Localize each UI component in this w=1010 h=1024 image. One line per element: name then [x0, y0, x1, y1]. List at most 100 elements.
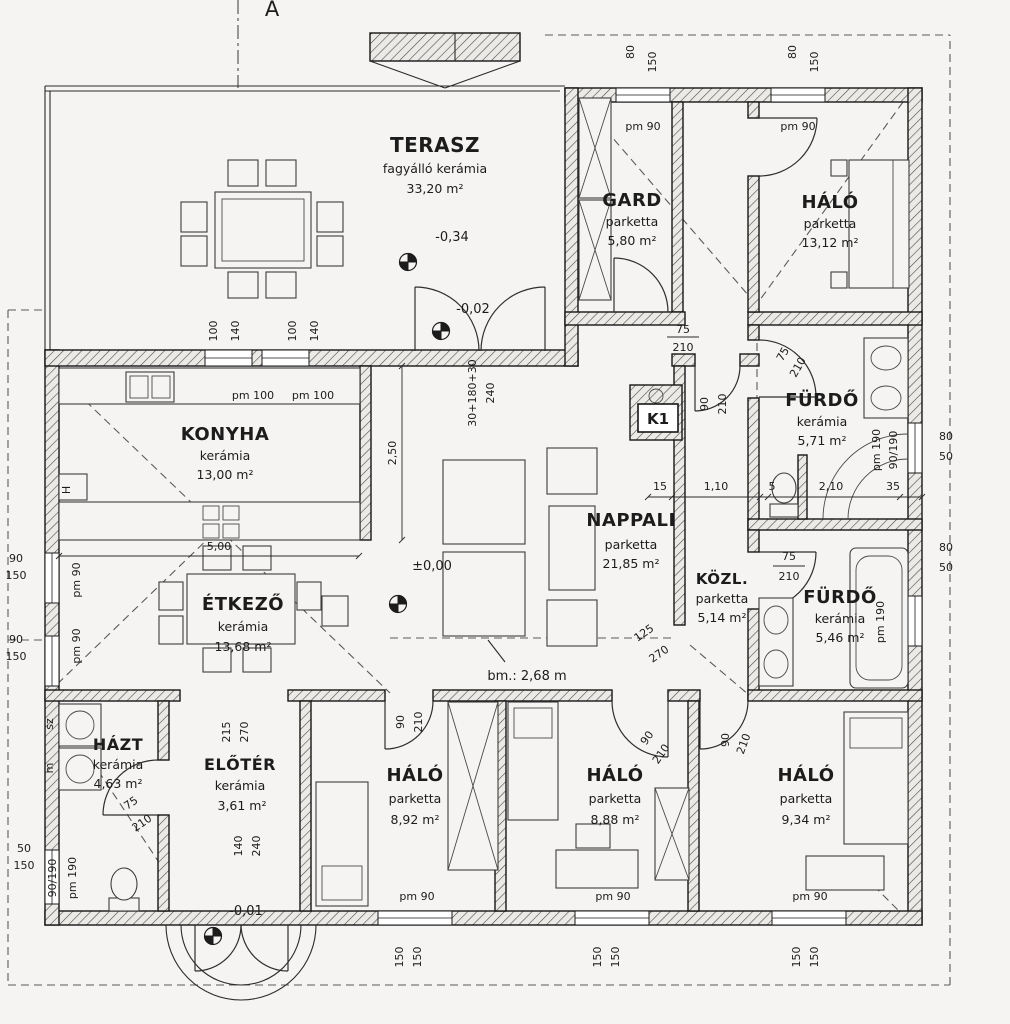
room-material: parketta [804, 216, 857, 231]
appliance-label-h: H [60, 486, 73, 494]
level-terrace: -0,34 [398, 230, 469, 272]
room-label-eloter: ELŐTÉR kerámia 3,61 m² [204, 754, 276, 813]
room-material: parketta [389, 791, 442, 806]
room-area: 4,63 m² [94, 776, 143, 791]
room-name: FÜRDŐ [785, 389, 859, 411]
doors [102, 117, 818, 1001]
dim: 35 [886, 480, 900, 493]
dim: 90 [394, 715, 407, 729]
door-terrace-double [414, 286, 546, 352]
room-name: HÁZT [93, 735, 143, 754]
level-terrace-door: -0,02 [431, 302, 490, 341]
dim: pm 90 [399, 890, 434, 903]
dim: pm 100 [292, 389, 334, 402]
room-material: parketta [589, 791, 642, 806]
room-label-furdo-2: FÜRDŐ kerámia 5,46 m² [803, 586, 876, 645]
door-gard [613, 257, 669, 313]
dim: 240 [484, 383, 497, 404]
room-area: 21,85 m² [603, 556, 660, 571]
k1-label: K1 [647, 410, 669, 428]
room-name: HÁLÓ [777, 764, 834, 786]
window-etkezo-1 [44, 552, 60, 604]
room-material: parketta [780, 791, 833, 806]
dim: 210 [716, 394, 729, 415]
dim: 90/190 [887, 431, 900, 470]
room-name: ELŐTÉR [204, 754, 276, 774]
room-label-halo-1: HÁLÓ parketta 8,92 m² [386, 764, 443, 827]
bedroom3-furniture [805, 711, 909, 891]
door-bath1 [758, 339, 817, 398]
dim: 210 [673, 341, 694, 354]
room-label-halo-2: HÁLÓ parketta 8,88 m² [586, 764, 643, 827]
dim: 75 [676, 323, 690, 336]
dim: pm 90 [595, 890, 630, 903]
door-bed1 [384, 700, 434, 750]
section-mark: A [265, 0, 280, 21]
dim: 150 [808, 52, 821, 73]
room-label-furdo-1: FÜRDŐ kerámia 5,71 m² [785, 389, 859, 448]
bath2-fixtures [758, 547, 909, 689]
window-kitchen-1 [204, 349, 253, 367]
window-bed2 [574, 910, 650, 926]
dim: pm 190 [874, 601, 887, 643]
level-terrace-value: -0,34 [435, 230, 469, 245]
door-hazt [102, 759, 159, 816]
room-label-gard: GARD parketta 5,80 m² [602, 190, 661, 248]
dim: 90/190 [46, 859, 59, 898]
dim: 5 [769, 480, 776, 493]
window-bath2 [907, 595, 923, 647]
entrance-steps [165, 924, 317, 1001]
room-label-nappali: NAPPALI parketta 21,85 m² [586, 510, 675, 571]
room-material: parketta [696, 591, 749, 606]
bedroom1-furniture [315, 701, 499, 907]
room-area: 3,61 m² [218, 798, 267, 813]
dim: 80 [786, 45, 799, 59]
dim: 75 [774, 345, 792, 364]
hazt-fixtures [58, 703, 140, 912]
dim: 50 [939, 561, 953, 574]
dim: 270 [238, 722, 251, 743]
room-label-konyha: KONYHA kerámia 13,00 m² [181, 424, 270, 482]
dim: 140 [232, 836, 245, 857]
window-etkezo-2 [44, 635, 60, 687]
dim: 30+180+30 [466, 359, 479, 426]
door-halo-tr [758, 117, 818, 177]
room-material: fagyálló kerámia [383, 161, 487, 176]
dim: pm 190 [66, 857, 79, 899]
room-area: 8,88 m² [591, 812, 640, 827]
window-gard [615, 87, 671, 103]
dim: 5,00 [207, 540, 232, 553]
dim: 215 [220, 722, 233, 743]
level-interior-value: ±0,00 [412, 559, 452, 574]
dim: 150 [14, 859, 35, 872]
dim: 80 [939, 430, 953, 443]
room-material: kerámia [200, 448, 251, 463]
level-markers: -0,34 -0,02 ±0,00 -0,01 [203, 230, 490, 946]
dim: pm 100 [232, 389, 274, 402]
room-area: 5,14 m² [698, 610, 747, 625]
room-area: 33,20 m² [407, 181, 464, 196]
room-area: 9,34 m² [782, 812, 831, 827]
dim: 240 [250, 836, 263, 857]
room-area: 5,71 m² [798, 433, 847, 448]
living-room-sofa-set [442, 447, 598, 647]
room-name: NAPPALI [586, 510, 675, 531]
dim: 15 [653, 480, 667, 493]
dim: 150 [411, 947, 424, 968]
level-interior: ±0,00 [388, 559, 452, 614]
room-label-etkezo: ÉTKEZŐ kerámia 13,68 m² [202, 593, 284, 654]
room-name: KONYHA [181, 424, 270, 445]
room-material: kerámia [93, 757, 144, 772]
room-label-hazt: HÁZT kerámia 4,63 m² [93, 735, 144, 791]
dim: 80 [624, 45, 637, 59]
dim: 150 [609, 947, 622, 968]
kitchen-counters [58, 367, 361, 541]
chimney-top [369, 32, 521, 89]
bath1-fixtures [769, 337, 909, 520]
room-name: ÉTKEZŐ [202, 593, 284, 615]
dim: 100 [207, 321, 220, 342]
bedroom2-furniture [507, 701, 690, 889]
window-kitchen-2 [261, 349, 310, 367]
room-area: 13,12 m² [802, 235, 859, 250]
